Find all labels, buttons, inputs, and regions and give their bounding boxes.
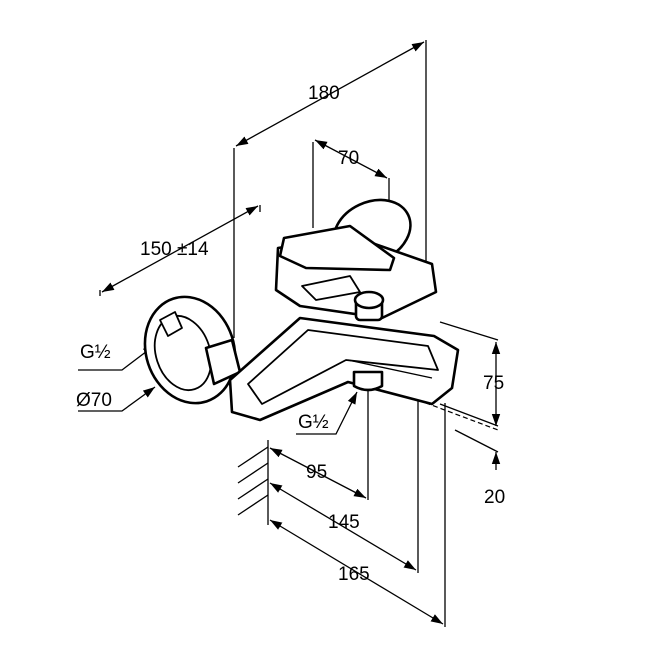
label-escutcheon-diameter: Ø70 xyxy=(76,390,112,411)
label-wall-to-spout-front: 145 xyxy=(328,512,360,533)
label-wall-to-front: 165 xyxy=(338,564,370,585)
leader-outlet-thread xyxy=(296,391,358,435)
label-handle-offset: 70 xyxy=(338,148,359,169)
dim-150-line xyxy=(101,205,259,293)
wall-hatch xyxy=(237,440,269,525)
dim-70-line xyxy=(314,139,388,179)
label-spout-bottom: 20 xyxy=(484,487,505,508)
outlet xyxy=(352,370,384,392)
faucet-body xyxy=(143,198,460,422)
dimension-lines xyxy=(78,41,501,625)
leader-escutcheon xyxy=(78,386,156,412)
dim-165-line xyxy=(269,519,444,625)
label-spout-height: 75 xyxy=(483,373,504,394)
label-width-total: 180 xyxy=(308,83,340,104)
label-inlet-thread: G½ xyxy=(80,342,111,363)
mixer-lever xyxy=(278,224,396,272)
label-wall-to-outlet: 95 xyxy=(306,462,327,483)
label-outlet-thread: G½ xyxy=(298,412,329,433)
label-centers: 150 ±14 xyxy=(140,239,209,260)
dim-180-line xyxy=(235,41,425,147)
dimension-labels: 180 70 150 ±14 G½ Ø70 G½ 75 20 95 145 16… xyxy=(76,83,505,585)
leader-inlet-thread xyxy=(78,344,156,371)
